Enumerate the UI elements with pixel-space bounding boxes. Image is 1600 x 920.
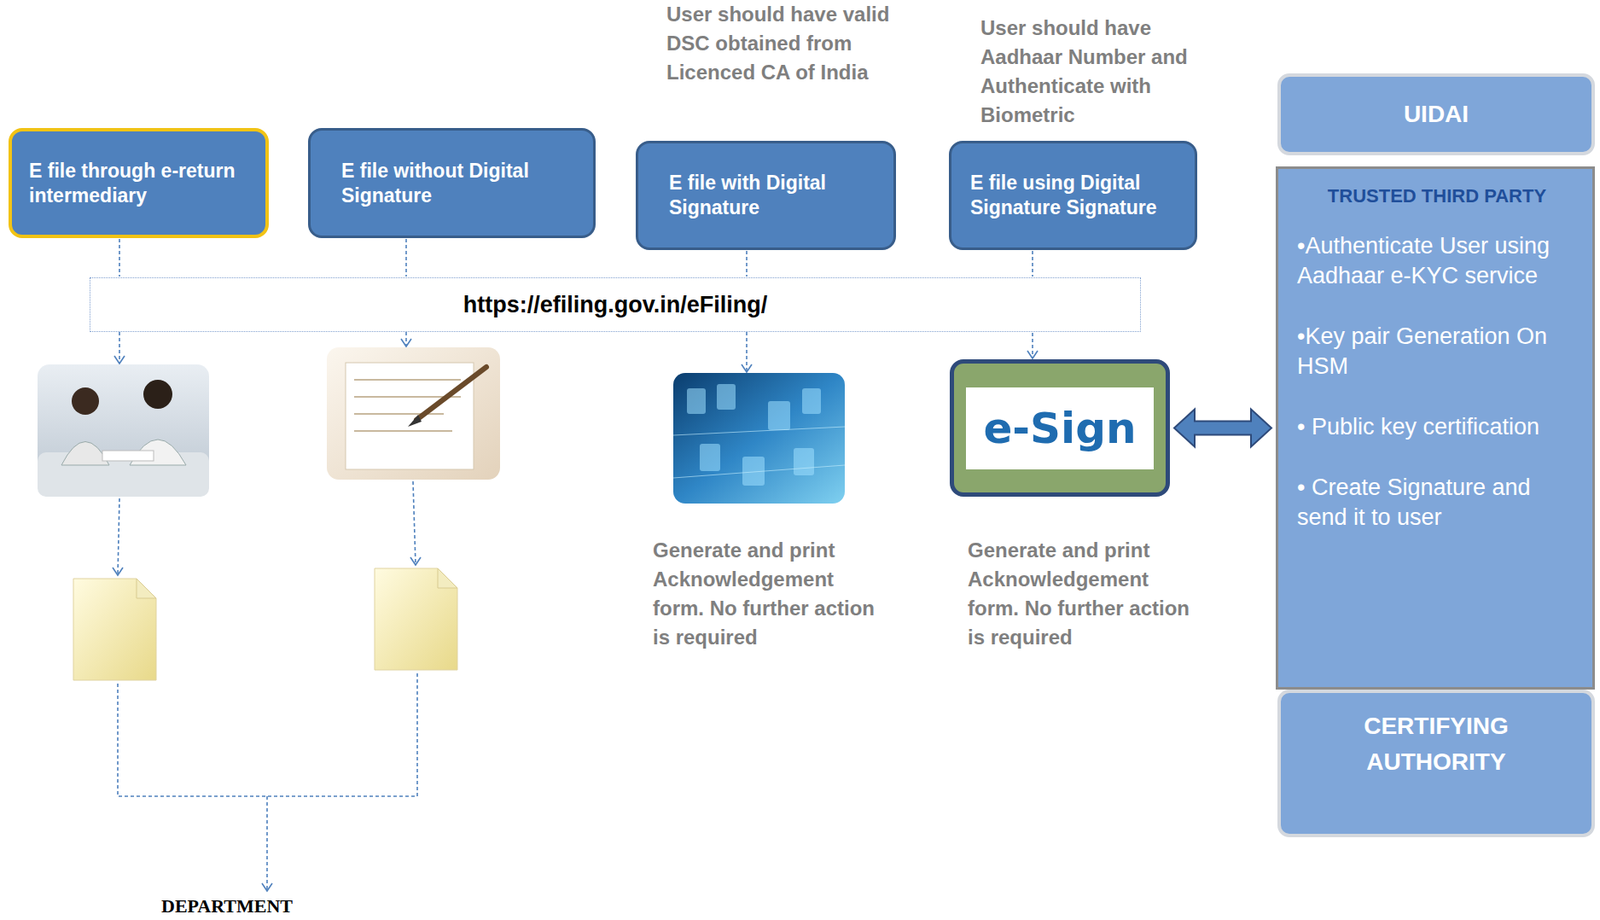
url-band: https://efiling.gov.in/eFiling/ bbox=[89, 277, 1141, 332]
url-text: https://efiling.gov.in/eFiling/ bbox=[100, 290, 1130, 319]
connector bbox=[746, 250, 748, 277]
block-arrow bbox=[1174, 409, 1272, 448]
requirement-note: User should have valid DSC obtained from… bbox=[666, 0, 919, 88]
esign-label: e-Sign bbox=[965, 387, 1154, 470]
process-box: E file through e-return intermediary bbox=[8, 128, 269, 239]
connector bbox=[1032, 250, 1034, 277]
process-box: E file with Digital Signature bbox=[635, 140, 896, 251]
document-icon bbox=[374, 568, 458, 670]
box-label: E file through e-return intermediary bbox=[29, 158, 254, 209]
digits-photo bbox=[673, 372, 845, 504]
connector-line bbox=[745, 250, 748, 277]
connector-line bbox=[1031, 332, 1034, 359]
box-heading: UIDAI bbox=[1291, 99, 1582, 129]
meeting-photo bbox=[37, 364, 210, 497]
bullet-text: •Authenticate User using Aadhaar e-KYC s… bbox=[1297, 231, 1577, 291]
authority-box: UIDAI bbox=[1277, 73, 1595, 156]
document-icon bbox=[73, 578, 157, 681]
box-heading: CERTIFYING AUTHORITY bbox=[1314, 708, 1558, 780]
process-box: E file without Digital Signature bbox=[308, 128, 596, 239]
connector bbox=[1027, 332, 1038, 359]
bullet-text: • Public key certification bbox=[1297, 412, 1577, 443]
connector-line bbox=[405, 238, 408, 277]
process-box: E file using Digital Signature Signature bbox=[948, 140, 1198, 251]
bullet-text: • Create Signature and send it to user bbox=[1297, 472, 1577, 533]
esign-box: e-Sign bbox=[949, 359, 1170, 497]
authority-box: CERTIFYING AUTHORITY bbox=[1277, 689, 1595, 838]
connector-line bbox=[1031, 250, 1034, 277]
box-label: E file with Digital Signature bbox=[669, 170, 877, 221]
pen-paper-photo bbox=[326, 347, 501, 480]
bullet-text: •Key pair Generation On HSM bbox=[1297, 321, 1577, 382]
box-label: E file without Digital Signature bbox=[341, 158, 576, 209]
connector bbox=[119, 238, 121, 277]
target-label: DEPARTMENT bbox=[161, 896, 418, 917]
panel-heading: TRUSTED THIRD PARTY bbox=[1297, 184, 1577, 210]
flow-lines bbox=[117, 331, 747, 890]
connector-line bbox=[118, 238, 121, 277]
connector bbox=[406, 238, 408, 277]
requirement-note: User should have Aadhaar Number and Auth… bbox=[980, 13, 1205, 130]
arrow-head bbox=[1027, 350, 1038, 359]
result-note: Generate and print Acknowledgement form.… bbox=[652, 535, 877, 652]
box-label: E file using Digital Signature Signature bbox=[970, 170, 1183, 221]
connector bbox=[1174, 409, 1272, 448]
service-panel: TRUSTED THIRD PARTY •Authenticate User us… bbox=[1275, 166, 1595, 690]
result-note: Generate and print Acknowledgement form.… bbox=[967, 535, 1192, 652]
